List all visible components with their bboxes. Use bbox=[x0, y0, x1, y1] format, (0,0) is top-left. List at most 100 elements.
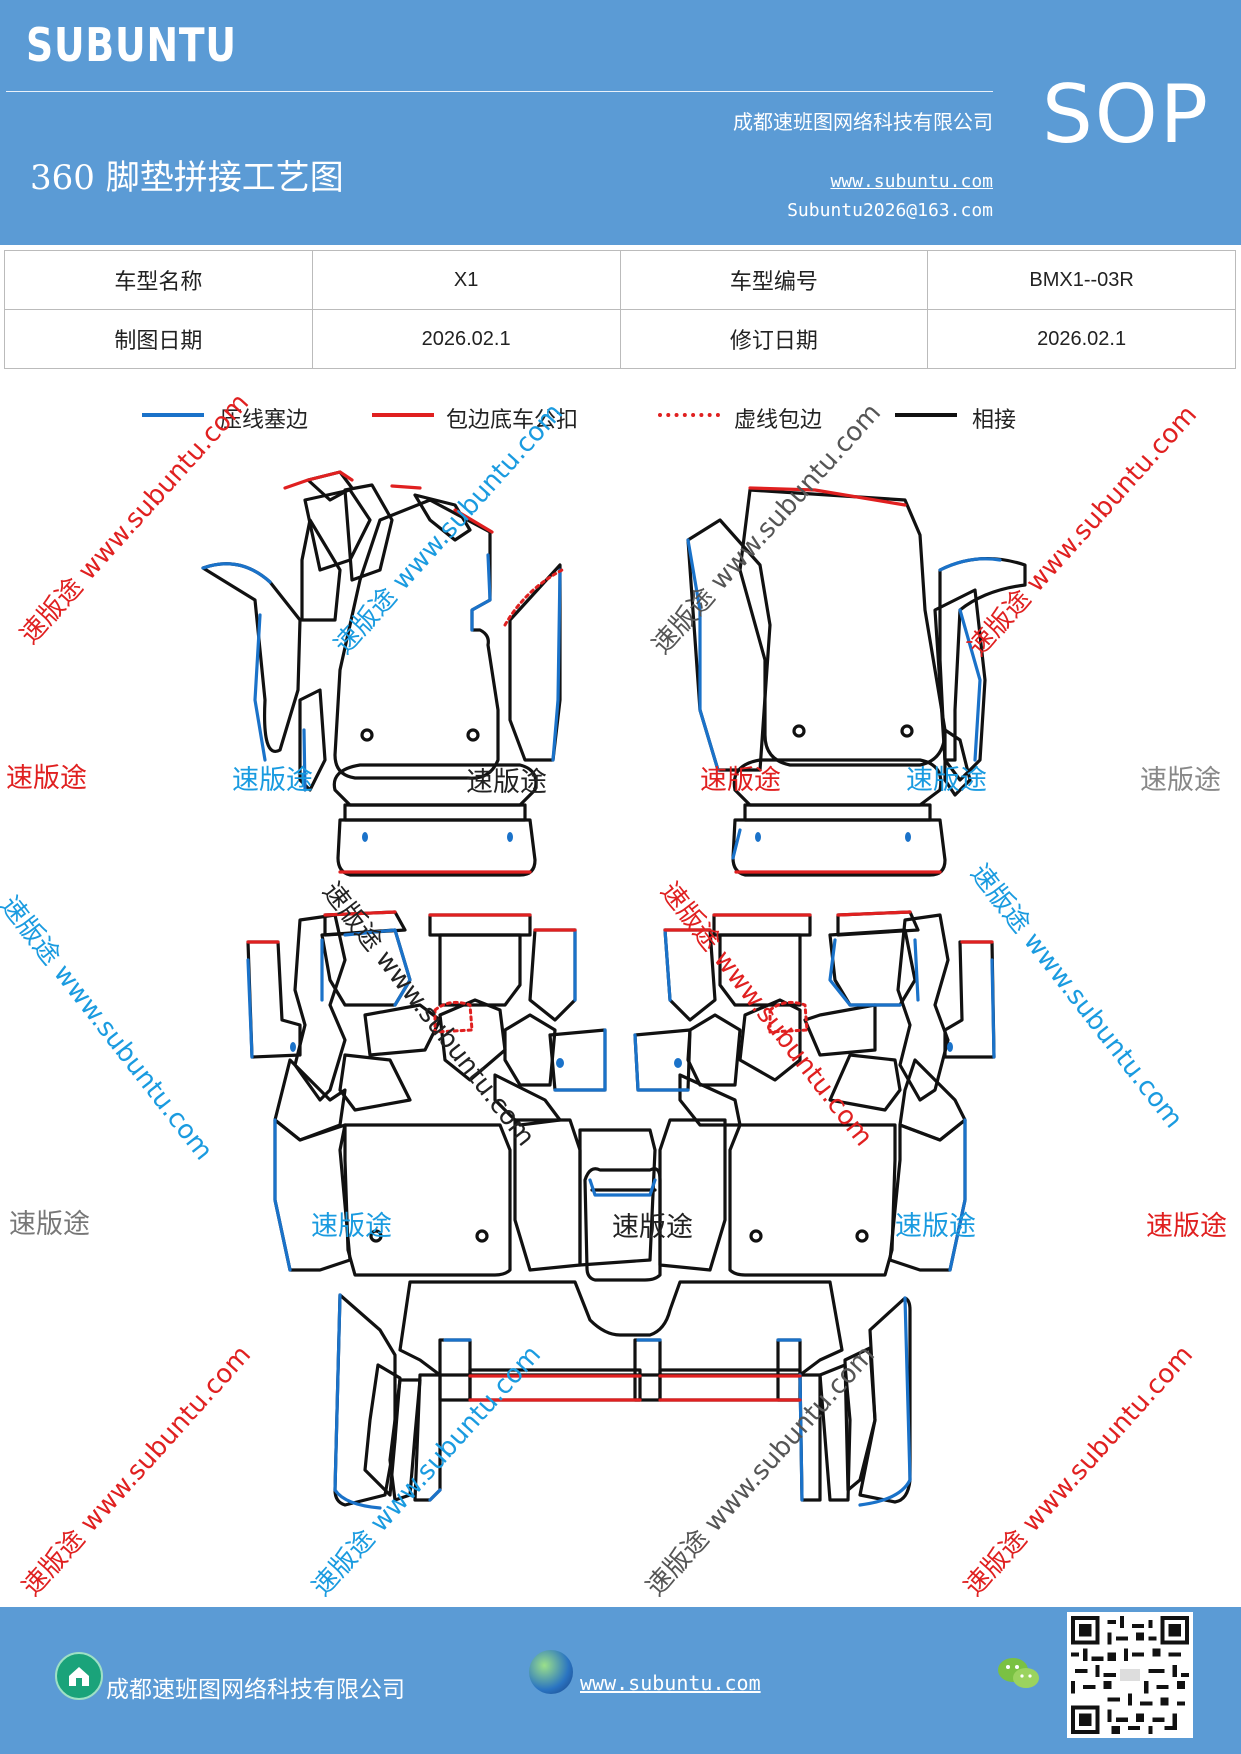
edge-blue bbox=[588, 1178, 657, 1197]
mat-piece bbox=[343, 1123, 512, 1277]
footer-company: 成都速班图网络科技有限公司 bbox=[106, 1677, 405, 1703]
label-draw-date: 制图日期 bbox=[4, 309, 313, 369]
header-website-link[interactable]: www.subuntu.com bbox=[830, 171, 993, 192]
watermark-text: 速版途 bbox=[6, 763, 87, 794]
value-model-name: X1 bbox=[311, 250, 621, 310]
value-revision-date: 2026.02.1 bbox=[927, 309, 1236, 369]
mat-piece bbox=[528, 928, 577, 1022]
mat-piece bbox=[508, 563, 562, 762]
legend-swatch-blue bbox=[142, 413, 204, 417]
edge-blue bbox=[333, 1293, 382, 1510]
footer-band: 成都速班图网络科技有限公司 www.subuntu.com bbox=[0, 1607, 1241, 1754]
legend: 压线塞边 包边底车公扣 虚线包边 相接 bbox=[0, 400, 1241, 440]
label-model-name: 车型名称 bbox=[4, 250, 313, 310]
mat-piece bbox=[338, 1053, 412, 1112]
edge-blue bbox=[828, 938, 902, 1007]
watermark-text: 速版途 bbox=[9, 1209, 90, 1240]
wechat-icon[interactable] bbox=[996, 1654, 1042, 1698]
edge-blue bbox=[798, 1373, 804, 1502]
table-row: 制图日期 2026.02.1 修订日期 2026.02.1 bbox=[4, 309, 1236, 369]
edge-blue bbox=[958, 608, 982, 762]
edge-blue bbox=[858, 1296, 912, 1507]
edge-red-dashed bbox=[768, 1000, 809, 1034]
header-email[interactable]: Subuntu2026@163.com bbox=[787, 200, 993, 221]
edge-red-dashed bbox=[503, 568, 564, 627]
mat-piece bbox=[633, 1028, 692, 1092]
mat-piece bbox=[743, 803, 932, 822]
edge-blue bbox=[663, 928, 672, 1002]
legend-swatch-red bbox=[372, 413, 434, 417]
mat-piece bbox=[246, 940, 302, 1059]
edge-red bbox=[836, 910, 912, 917]
mat-piece bbox=[731, 818, 947, 877]
label-revision-date: 修订日期 bbox=[619, 309, 929, 369]
legend-swatch-black bbox=[895, 413, 957, 417]
footer-website-link[interactable]: www.subuntu.com bbox=[580, 1671, 761, 1695]
value-draw-date: 2026.02.1 bbox=[311, 309, 621, 369]
watermark-text: 速版途 bbox=[612, 1212, 693, 1243]
edge-blue bbox=[273, 1118, 292, 1272]
edge-blue bbox=[990, 958, 996, 1059]
mat-hole bbox=[855, 1229, 869, 1243]
qr-code bbox=[1067, 1612, 1193, 1738]
mat-piece bbox=[363, 1003, 442, 1057]
mat-piece bbox=[658, 1118, 727, 1272]
watermark-text: 速版途 bbox=[895, 1211, 976, 1242]
mat-piece bbox=[343, 803, 527, 822]
watermark-text: 速版途 bbox=[1140, 765, 1221, 796]
floor-mat-diagram bbox=[201, 470, 1027, 1510]
mat-hole bbox=[360, 728, 374, 742]
edge-blue bbox=[201, 562, 272, 584]
header-divider bbox=[6, 91, 993, 92]
mat-piece bbox=[333, 1293, 397, 1507]
mat-hole bbox=[290, 1042, 296, 1052]
edge-blue bbox=[428, 1488, 442, 1502]
mat-piece bbox=[398, 1280, 844, 1377]
mat-piece bbox=[336, 818, 537, 877]
watermark-text: 速版途 bbox=[466, 767, 547, 798]
mat-piece bbox=[686, 1013, 742, 1087]
mat-hole bbox=[507, 832, 513, 842]
mat-hole bbox=[792, 724, 806, 738]
mat-hole bbox=[947, 1042, 953, 1052]
mat-piece bbox=[728, 1123, 897, 1277]
mat-piece bbox=[583, 1167, 662, 1282]
edge-blue bbox=[633, 1033, 690, 1092]
mat-piece bbox=[300, 518, 342, 622]
edge-red bbox=[453, 508, 494, 534]
edge-red bbox=[390, 484, 422, 490]
label-model-code: 车型编号 bbox=[619, 250, 929, 310]
mat-piece bbox=[332, 763, 538, 807]
edge-blue bbox=[686, 538, 720, 772]
edge-blue bbox=[731, 828, 742, 860]
edge-red bbox=[323, 910, 397, 917]
mat-piece bbox=[943, 940, 996, 1059]
edge-red bbox=[283, 470, 354, 490]
mat-piece bbox=[678, 1073, 742, 1127]
mat-hole bbox=[362, 832, 368, 842]
edge-blue bbox=[948, 1118, 967, 1272]
edge-red-dashed bbox=[433, 1000, 474, 1034]
mat-piece bbox=[738, 998, 802, 1082]
mat-hole bbox=[466, 728, 480, 742]
mat-piece bbox=[363, 1363, 402, 1497]
mat-hole bbox=[556, 1058, 564, 1068]
mat-piece bbox=[503, 1013, 557, 1087]
mat-piece bbox=[732, 758, 943, 807]
edge-blue bbox=[302, 728, 307, 792]
mat-hole bbox=[905, 832, 911, 842]
mat-piece bbox=[438, 1338, 472, 1402]
edge-red bbox=[748, 486, 907, 507]
globe-icon bbox=[529, 1650, 573, 1694]
legend-label: 相接 bbox=[972, 408, 1017, 433]
edge-blue bbox=[553, 1028, 607, 1092]
mat-piece bbox=[578, 1128, 657, 1267]
mat-hole bbox=[369, 1229, 383, 1243]
mat-hole bbox=[900, 724, 914, 738]
sop-badge: SOP bbox=[1042, 68, 1210, 161]
document-title: 360 脚垫拼接工艺图 bbox=[30, 158, 344, 198]
edge-blue bbox=[343, 928, 412, 1007]
watermark-text: 速版途 bbox=[1146, 1211, 1227, 1242]
legend-swatch-red-dashed bbox=[658, 413, 720, 417]
mat-piece bbox=[818, 1363, 852, 1502]
